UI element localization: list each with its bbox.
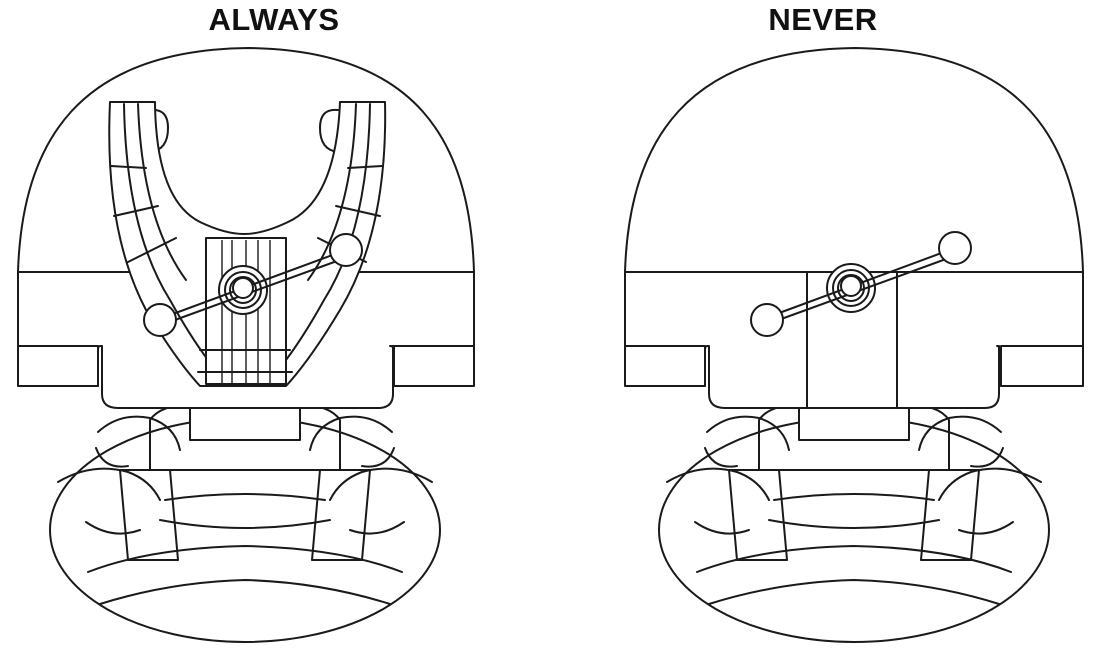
mount-base — [658, 404, 1050, 643]
panel-always: ALWAYS — [0, 0, 548, 658]
right-side-knob — [319, 108, 339, 153]
never-heading: NEVER — [768, 2, 878, 37]
always-heading: ALWAYS — [208, 2, 340, 37]
dome-head — [624, 47, 1084, 409]
lever-knob — [143, 233, 363, 337]
panel-never: NEVER — [549, 0, 1097, 658]
lever-knob — [750, 231, 972, 337]
mount-base — [49, 404, 441, 643]
never-illustration — [624, 47, 1084, 643]
always-illustration — [17, 47, 475, 643]
